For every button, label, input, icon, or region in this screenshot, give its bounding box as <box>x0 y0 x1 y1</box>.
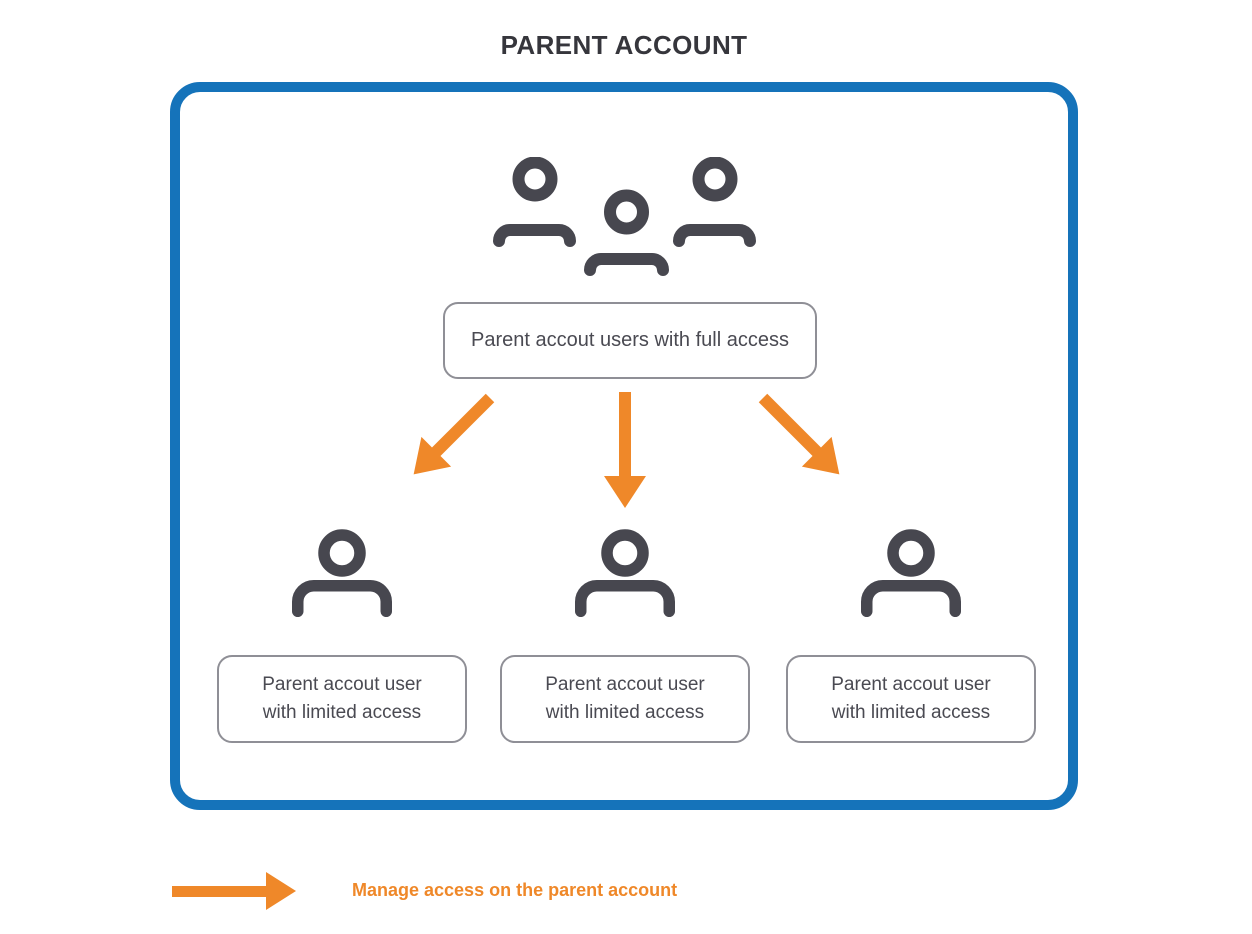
limited-access-box: Parent accout user with limited access <box>500 655 750 743</box>
person-icon <box>861 529 961 617</box>
person-icon <box>292 529 392 617</box>
limited-access-box: Parent accout user with limited access <box>217 655 467 743</box>
manage-access-arrow-left-icon <box>413 393 495 475</box>
person-icon <box>575 529 675 617</box>
diagram-title: PARENT ACCOUNT <box>500 30 748 60</box>
legend-label: Manage access on the parent account <box>352 880 678 900</box>
limited-access-label: Parent accout user with limited access <box>262 674 422 723</box>
full-access-box: Parent accout users with full access <box>443 302 817 379</box>
manage-access-arrow-right-icon <box>758 393 840 475</box>
users-group-icon <box>493 157 756 279</box>
full-access-label: Parent accout users with full access <box>471 329 789 351</box>
legend-arrow-icon <box>172 872 296 910</box>
limited-access-label: Parent accout user with limited access <box>831 674 991 723</box>
manage-access-arrow-center-icon <box>604 392 646 508</box>
limited-access-box: Parent accout user with limited access <box>786 655 1036 743</box>
limited-access-label: Parent accout user with limited access <box>545 674 705 723</box>
